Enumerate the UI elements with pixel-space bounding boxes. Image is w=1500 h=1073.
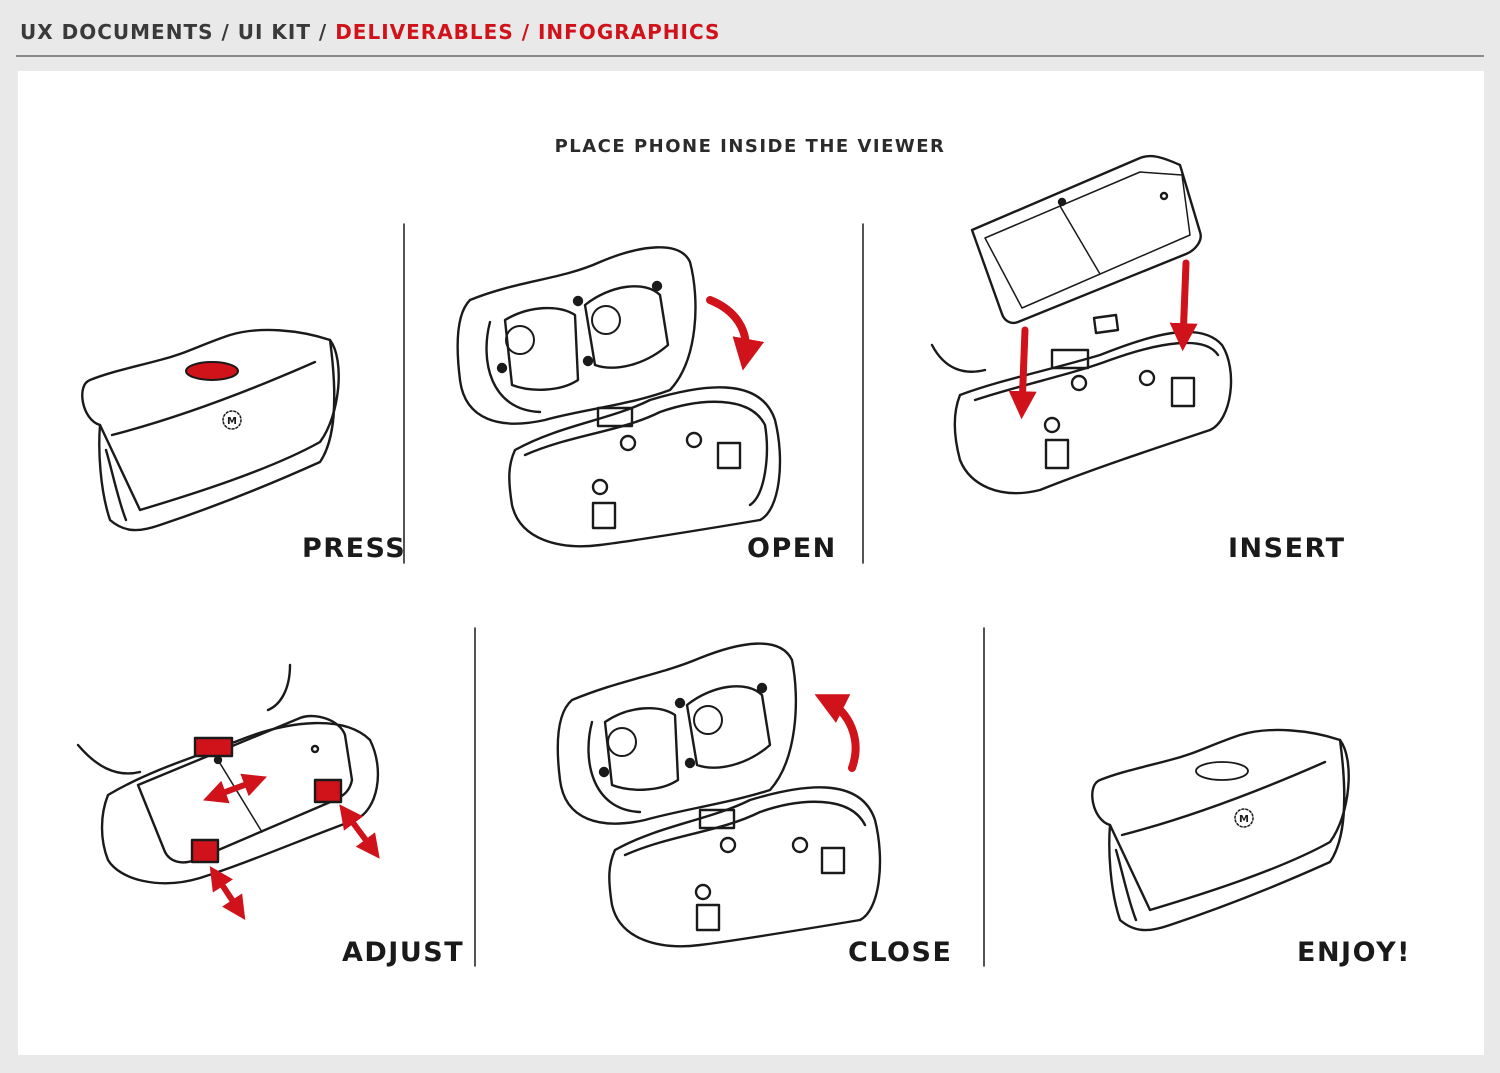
breadcrumb-separator: / (513, 20, 538, 44)
press-button (185, 361, 239, 381)
step-label-press: PRESS (302, 533, 407, 564)
close-arrow (814, 694, 860, 772)
clip-left (190, 838, 220, 864)
clip-right (313, 778, 343, 804)
press-illustration (81, 328, 340, 532)
infographic-panel (18, 71, 1484, 1055)
step-label-adjust: ADJUST (342, 937, 465, 968)
insert-arrow-left (1008, 326, 1037, 420)
logo-letter: M (227, 416, 237, 427)
breadcrumb-item-infographics[interactable]: INFOGRAPHICS (537, 20, 721, 44)
step-label-enjoy: ENJOY! (1297, 937, 1411, 968)
open-illustration (456, 246, 782, 548)
open-arrow (706, 296, 765, 371)
phone (970, 154, 1202, 325)
adjust-arrow-horizontal (202, 773, 268, 804)
adjust-arrow-left (209, 865, 246, 921)
clip-top (193, 736, 234, 758)
breadcrumb: UX DOCUMENTS / UI KIT / DELIVERABLES / I… (20, 20, 720, 50)
insert-arrow-right (1169, 259, 1198, 352)
close-illustration (556, 642, 882, 948)
step-label-open: OPEN (747, 533, 837, 564)
enjoy-illustration (1091, 728, 1350, 932)
adjust-arrow-right (339, 804, 380, 859)
breadcrumb-separator: / (213, 20, 238, 44)
adjust-illustration (76, 663, 380, 921)
breadcrumb-item-deliverables[interactable]: DELIVERABLES (335, 20, 514, 44)
logo-badge (1234, 808, 1254, 828)
logo-badge (222, 410, 242, 430)
infographic-heading: PLACE PHONE INSIDE THE VIEWER (554, 136, 946, 157)
breadcrumb-item-ux-documents[interactable]: UX DOCUMENTS (20, 20, 214, 44)
step-label-insert: INSERT (1228, 533, 1346, 564)
logo-letter: M (1239, 814, 1249, 825)
step-label-close: CLOSE (848, 937, 953, 968)
column-dividers (403, 223, 985, 967)
insert-illustration (930, 154, 1233, 495)
breadcrumb-item-ui-kit[interactable]: UI KIT (237, 20, 311, 44)
breadcrumb-separator: / (310, 20, 336, 44)
header-divider (16, 55, 1484, 57)
